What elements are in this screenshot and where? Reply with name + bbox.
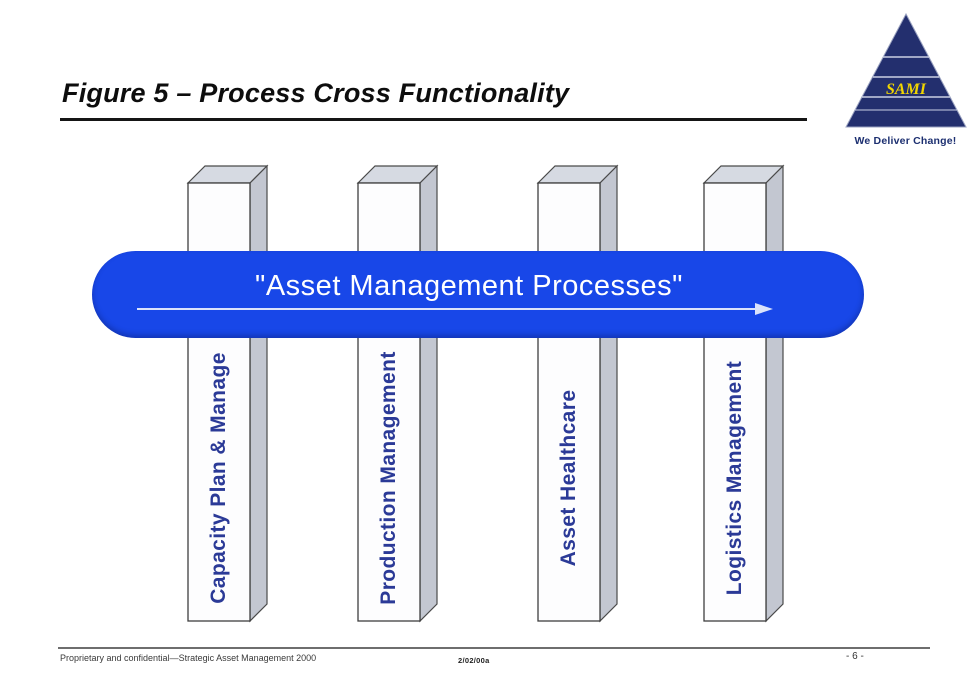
title-underline: [60, 118, 807, 121]
pyramid-icon: SAMI: [844, 12, 967, 128]
logo-tagline: We Deliver Change!: [854, 135, 957, 147]
page-title: Figure 5 – Process Cross Functionality: [62, 78, 570, 108]
pillar-label-logistics: Logistics Management: [723, 360, 746, 596]
footer-center-text: 2/02/00a: [458, 656, 490, 665]
process-banner: "Asset Management Processes": [92, 251, 864, 338]
flow-arrow-icon: [137, 303, 773, 315]
pillar-label-healthcare: Asset Healthcare: [557, 389, 580, 567]
pillar-label-production: Production Management: [377, 351, 400, 605]
banner-label: "Asset Management Processes": [255, 270, 683, 302]
footer-left-text: Proprietary and confidential—Strategic A…: [60, 653, 317, 663]
footer-divider: [58, 647, 930, 649]
footer-page-number: - 6 -: [846, 651, 864, 662]
sami-logo: SAMI We Deliver Change!: [833, 6, 978, 147]
pillar-label-capacity: Capacity Plan & Manage: [207, 352, 230, 604]
logo-text: SAMI: [885, 81, 926, 98]
